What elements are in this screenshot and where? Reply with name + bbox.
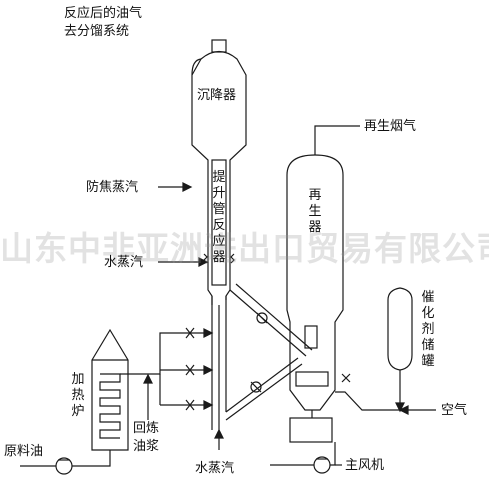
oil-gas-label-line2: 去分馏系统 [64,24,130,39]
recycle-slurry-line [143,373,153,420]
flue-gas-label: 再生烟气 [364,119,417,134]
settler-label: 沉降器 [197,88,237,103]
regen-catalyst-pipe [225,357,303,421]
anti-coke-steam-label: 防焦蒸汽 [86,180,139,195]
water-steam-arrow [158,257,209,267]
anti-coke-steam-arrow [158,182,193,192]
regenerator-vessel [286,125,360,443]
air-line [335,373,436,415]
water-steam-side-label: 水蒸汽 [104,255,144,270]
spent-catalyst-pipe [229,283,313,357]
oil-gas-label-line1: 反应后的油气 [64,6,143,21]
riser-reactor [203,159,235,450]
feed-valves [185,327,214,411]
main-blower [270,442,342,474]
air-label: 空气 [441,403,468,418]
feed-oil-label: 原料油 [4,444,44,459]
heating-furnace [20,328,212,475]
water-steam-bottom-label: 水蒸汽 [195,461,235,476]
settler-vessel [191,39,247,250]
regenerator-label: 再生器 [308,188,322,235]
catalyst-tank-label: 催化剂储罐 [421,290,435,369]
main-blower-label: 主风机 [345,458,385,473]
recycle-slurry-label: 回炼油浆 [133,421,160,454]
heating-furnace-label: 加热炉 [71,372,85,419]
catalyst-tank [387,287,413,413]
riser-label: 提升管反应器 [212,170,226,265]
